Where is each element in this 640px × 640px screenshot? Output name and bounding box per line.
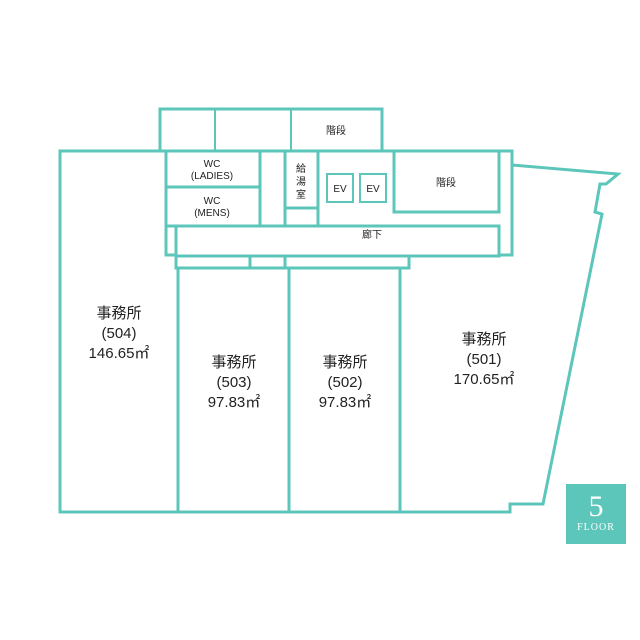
kitchenette-label-char2: 湯 [296,175,306,188]
office-501-unit: (501) [466,351,501,368]
wc-mens-label-line2: (MENS) [194,208,230,219]
ev1-label: EV [333,184,347,195]
wc-mens-room [164,185,262,228]
ev-shaft-2 [359,173,387,203]
office-502-entry [283,254,411,270]
office-502-name: 事務所 [322,354,367,371]
office-504-name: 事務所 [96,305,141,322]
office-503 [176,266,291,514]
office-501-area: 170.65㎡ [454,371,515,388]
office-503-entry [174,254,252,270]
office-504-area: 146.65㎡ [89,345,150,362]
ev2-label: EV [366,184,380,195]
wc-ladies-label-line2: (LADIES) [191,171,233,182]
kitchenette-label-char1: 給 [296,162,306,175]
wc-ladies-label-line1: WC [204,159,221,170]
wc-ladies-room [164,149,262,189]
floor-word: FLOOR [577,522,615,533]
kitchenette-closet [283,206,320,228]
office-503-unit: (503) [216,374,251,391]
stairs-top-block [158,107,384,153]
office-504-unit: (504) [101,325,136,342]
kitchenette-label-char3: 室 [296,188,306,201]
stairs-right-room [392,149,501,214]
kitchenette-room [283,149,320,210]
office-502-area: 97.83㎡ [319,394,372,411]
corridor-label: 廊下 [362,228,382,241]
stairs-top-label: 階段 [326,124,346,137]
wc-mens-label-line1: WC [204,196,221,207]
office-502-unit: (502) [327,374,362,391]
office-503-area: 97.83㎡ [208,394,261,411]
ev-shaft-1 [326,173,354,203]
office-503-name: 事務所 [211,354,256,371]
office-504 [58,149,180,514]
floor-badge: 5 FLOOR [566,484,626,544]
stairs-right-label: 階段 [436,176,456,189]
floor-number: 5 [588,490,604,523]
corridor [174,224,501,258]
office-501-name: 事務所 [461,331,506,348]
